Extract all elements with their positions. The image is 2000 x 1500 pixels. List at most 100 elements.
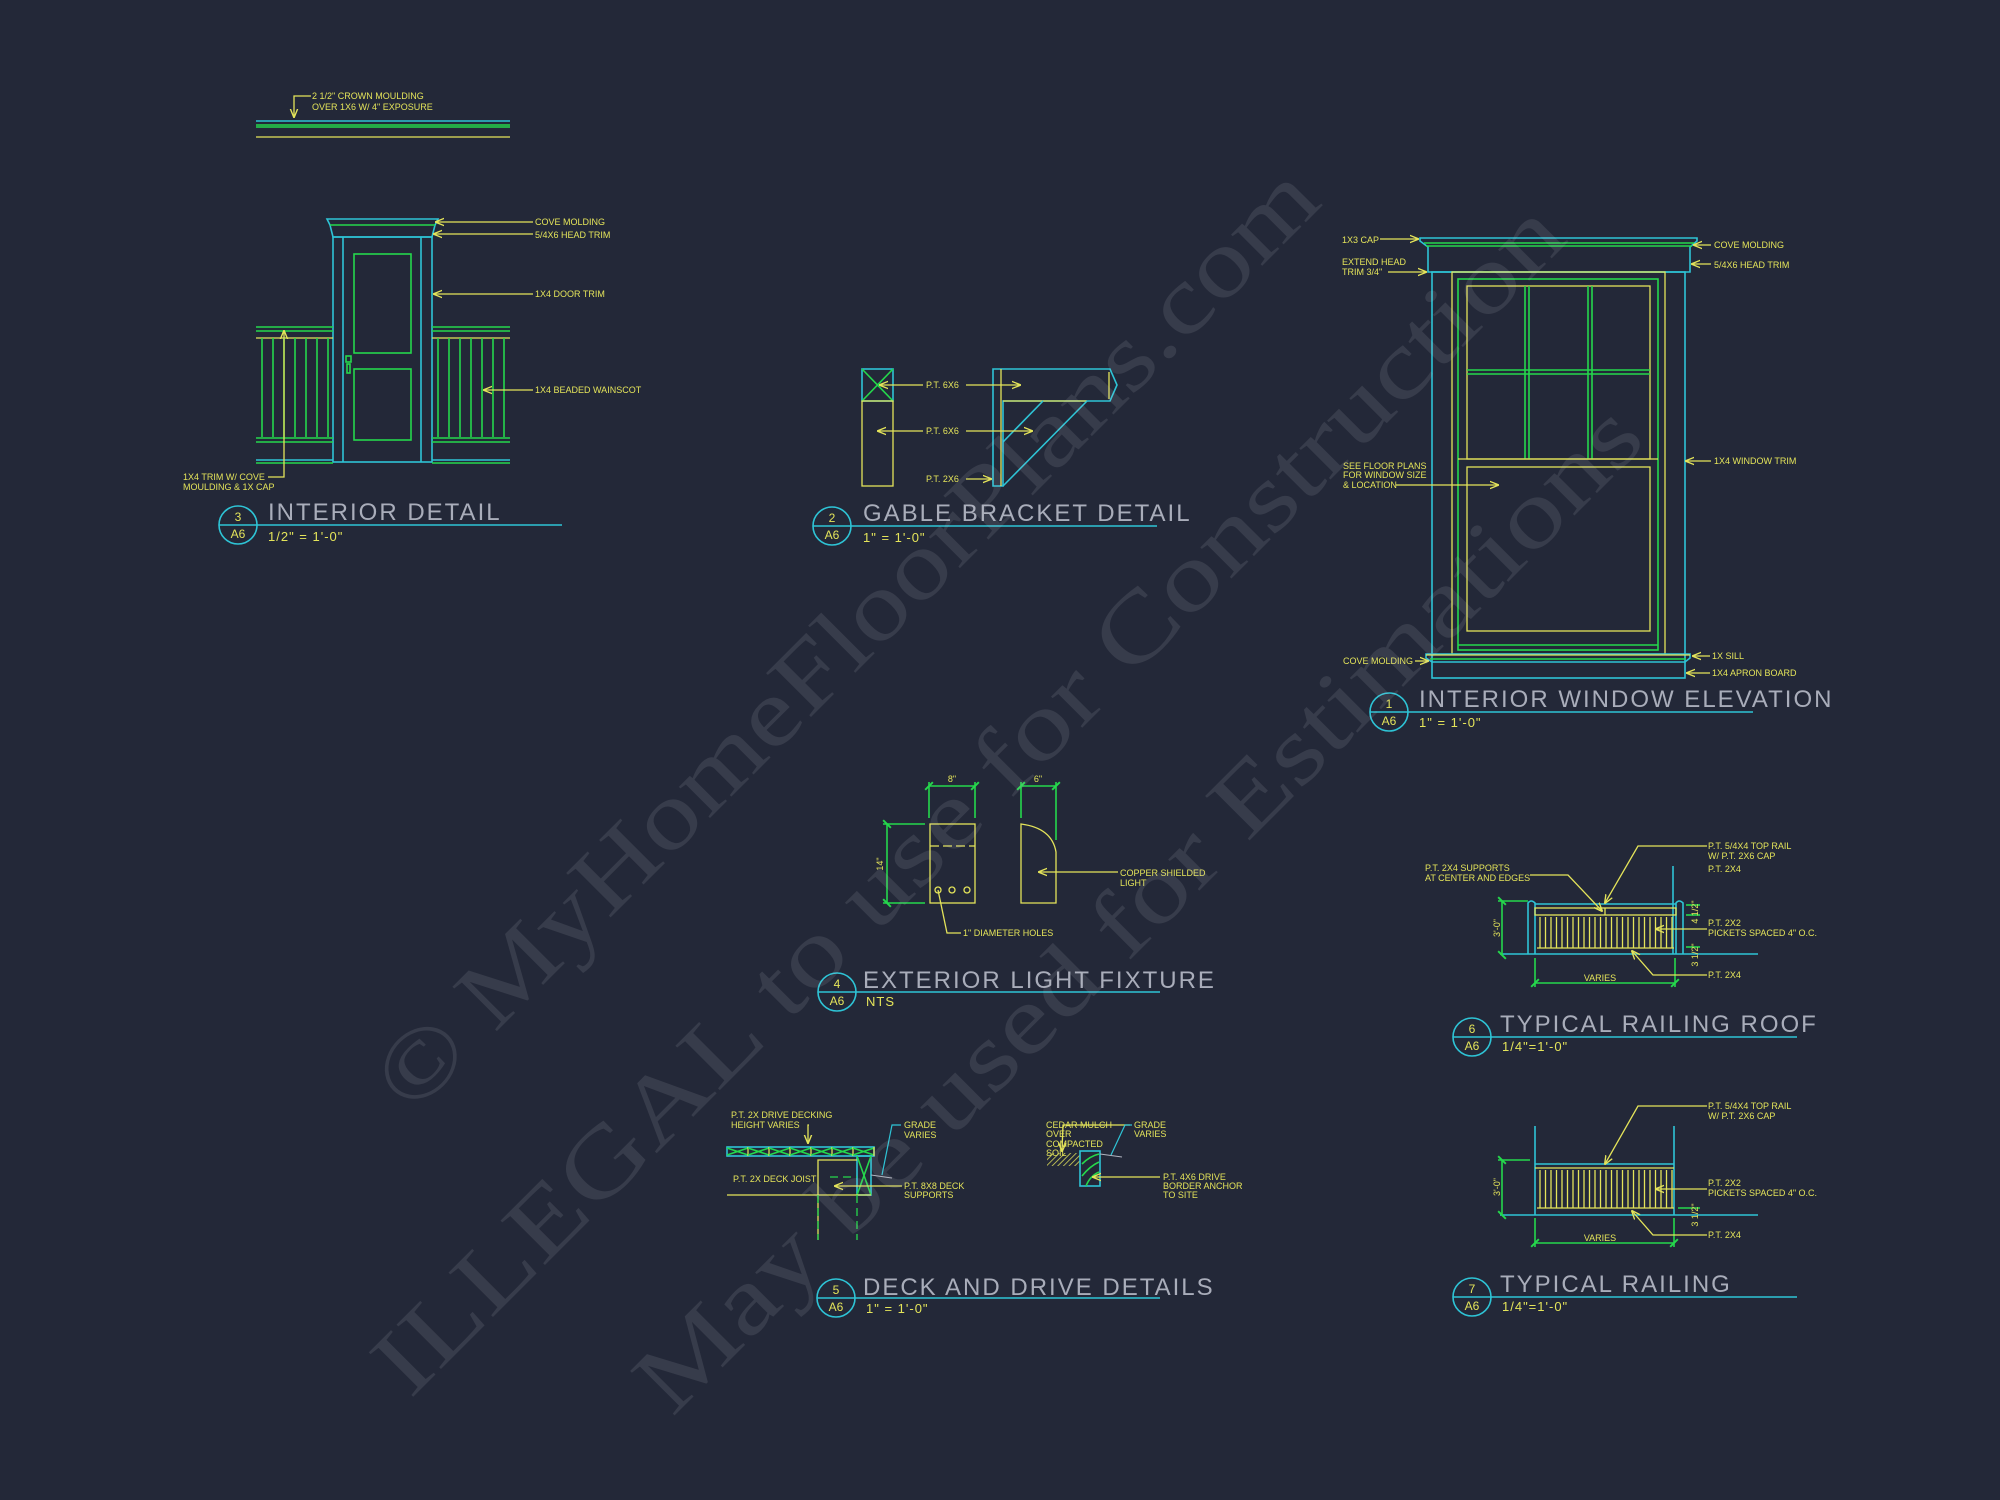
callout-label: AT CENTER AND EDGES [1425,873,1530,883]
dimension-label: VARIES [1584,1233,1616,1243]
detail-title: INTERIOR WINDOW ELEVATION [1419,686,1833,713]
decking-board [852,1147,875,1156]
callout-label: GRADE [904,1120,936,1130]
callout-label: W/ P.T. 2X6 CAP [1708,851,1775,861]
detail-title-block: 1 A6 INTERIOR WINDOW ELEVATION 1" = 1'-0… [1369,686,1833,732]
callout-label: COPPER SHIELDED [1120,868,1206,878]
sheet-number: A6 [1465,1039,1480,1053]
sheet-number: A6 [829,1300,844,1314]
detail-title-block: 6 A6 TYPICAL RAILING ROOF 1/4"=1'-0" [1452,1011,1818,1057]
callout-label: P.T. 4X6 DRIVE [1163,1172,1226,1182]
callout-label: SEE FLOOR PLANS [1343,461,1427,471]
dimension-label: 3 1/2" [1690,943,1700,966]
decking-board [726,1147,749,1156]
railing-roof-detail: P.T. 5/4X4 TOP RAIL W/ P.T. 2X6 CAP P.T.… [1425,841,1818,1057]
detail-title: TYPICAL RAILING [1500,1271,1732,1298]
callout-label: P.T. 2X6 [926,474,959,484]
decking-board [831,1147,854,1156]
decking-board [747,1147,770,1156]
callout-label: COVE MOLDING [535,217,605,227]
callout-label: 1X4 BEADED WAINSCOT [535,385,642,395]
detail-number: 5 [833,1283,840,1297]
detail-scale: 1" = 1'-0" [1419,715,1482,730]
callout-label: SOIL [1046,1148,1067,1158]
callout-label: 1X4 APRON BOARD [1712,668,1797,678]
crown-moulding-drawing [256,95,510,138]
dimension-label: VARIES [1584,973,1616,983]
light-fixture-detail: 8" 6" 14" COPPER SHIELDED LIGHT 1" DIAME… [817,774,1216,1012]
callout-label: OVER [1046,1129,1072,1139]
callout-label: EXTEND HEAD [1342,257,1407,267]
callout-label: P.T. 2X DRIVE DECKING [731,1110,832,1120]
detail-title: TYPICAL RAILING ROOF [1500,1011,1818,1038]
detail-title-block: 7 A6 TYPICAL RAILING 1/4"=1'-0" [1452,1271,1797,1317]
detail-title: EXTERIOR LIGHT FIXTURE [863,967,1216,994]
callout-label: P.T. 8X8 DECK [904,1181,964,1191]
detail-number: 4 [834,977,841,991]
mulch-hatch [1047,1153,1080,1166]
callout-label: 2 1/2" CROWN MOULDING [312,91,424,101]
callout-label: P.T. 5/4X4 TOP RAIL [1708,841,1791,851]
callout-label: FOR WINDOW SIZE [1343,470,1427,480]
sheet-number: A6 [825,528,840,542]
callout-label: MOULDING & 1X CAP [183,482,275,492]
detail-title: GABLE BRACKET DETAIL [863,500,1192,527]
callout-label: TO SITE [1163,1190,1198,1200]
detail-number: 3 [235,510,242,524]
dimension-label: 3 1/2" [1690,1203,1700,1226]
callout-label: 5/4X6 HEAD TRIM [535,230,610,240]
detail-scale: 1/4"=1'-0" [1502,1299,1568,1314]
railing-detail: P.T. 5/4X4 TOP RAIL W/ P.T. 2X6 CAP P.T.… [1452,1101,1817,1317]
interior-detail: 2 1/2" CROWN MOULDING OVER 1X6 W/ 4" EXP… [183,91,642,545]
dimension-label: 14" [875,857,885,870]
window-elevation-detail: 1X3 CAP EXTEND HEAD TRIM 3/4" COVE MOLDI… [1342,235,1833,732]
callout-label: P.T. 2X4 SUPPORTS [1425,863,1510,873]
sheet-number: A6 [231,527,246,541]
dimension-label: 3'-0" [1492,919,1502,937]
detail-scale: NTS [866,994,895,1009]
callout-label: 1X4 WINDOW TRIM [1714,456,1796,466]
detail-scale: 1/4"=1'-0" [1502,1039,1568,1054]
callout-label: W/ P.T. 2X6 CAP [1708,1111,1775,1121]
detail-scale: 1" = 1'-0" [863,530,926,545]
callout-label: P.T. 5/4X4 TOP RAIL [1708,1101,1791,1111]
callout-label: P.T. 2X2 [1708,918,1741,928]
wainscot-right [432,326,510,464]
detail-number: 6 [1469,1022,1476,1036]
dimension-label: 4 1/2" [1690,900,1700,923]
dimension-label: 3'-0" [1492,1178,1502,1196]
callout-label: 1X3 CAP [1342,235,1379,245]
callout-label: P.T. 2X4 [1708,864,1741,874]
detail-scale: 1/2" = 1'-0" [268,529,343,544]
pickets [1539,917,1673,948]
callout-label: 1X4 TRIM W/ COVE [183,472,265,482]
callout-label: VARIES [1134,1129,1166,1139]
door-drawing [325,218,440,463]
callout-label: VARIES [904,1130,936,1140]
callout-label: 1" DIAMETER HOLES [963,928,1053,938]
callout-label: & LOCATION [1343,480,1397,490]
callout-label: 5/4X6 HEAD TRIM [1714,260,1789,270]
callout-label: COVE MOLDING [1343,656,1413,666]
callout-label: P.T. 2X4 [1708,970,1741,980]
callout-label: P.T. 2X2 [1708,1178,1741,1188]
detail-number: 1 [1386,697,1393,711]
callout-label: P.T. 6X6 [926,426,959,436]
callout-label: COVE MOLDING [1714,240,1784,250]
detail-title-block: 3 A6 INTERIOR DETAIL 1/2" = 1'-0" [218,499,562,545]
callout-label: SUPPORTS [904,1190,953,1200]
detail-title: DECK AND DRIVE DETAILS [863,1274,1215,1301]
callout-label: OVER 1X6 W/ 4" EXPOSURE [312,102,433,112]
detail-title-block: 4 A6 EXTERIOR LIGHT FIXTURE NTS [817,967,1216,1012]
callout-label: BORDER ANCHOR [1163,1181,1243,1191]
callout-label: PICKETS SPACED 4" O.C. [1708,928,1817,938]
pickets [1539,1170,1673,1208]
detail-title-block: 2 A6 GABLE BRACKET DETAIL 1" = 1'-0" [812,500,1192,546]
decking-board [810,1147,833,1156]
sheet-number: A6 [1465,1299,1480,1313]
callout-label: P.T. 2X DECK JOIST [733,1174,817,1184]
callout-label: 1X SILL [1712,651,1744,661]
decking-board [768,1147,791,1156]
detail-number: 2 [829,511,836,525]
